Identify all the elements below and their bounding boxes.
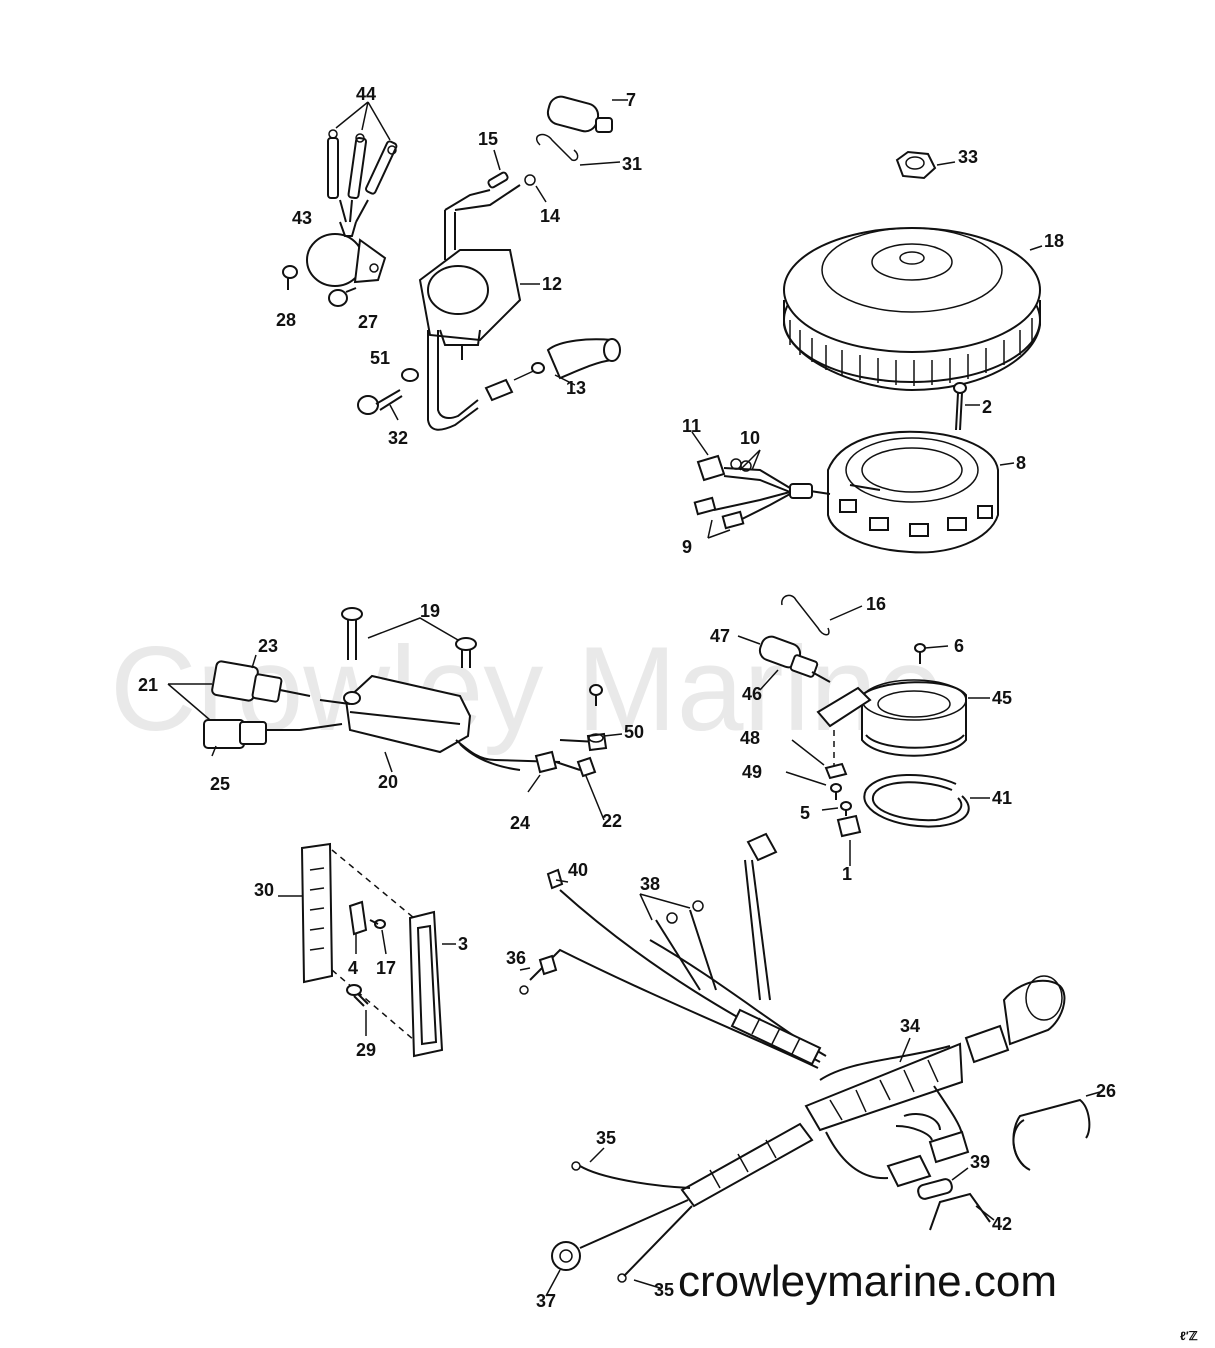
- label-18: 18: [1044, 231, 1064, 251]
- label-1: 1: [842, 864, 852, 884]
- label-30: 30: [254, 880, 274, 900]
- label-5: 5: [800, 803, 810, 823]
- label-21: 21: [138, 675, 158, 695]
- label-15: 15: [478, 129, 498, 149]
- label-32: 32: [388, 428, 408, 448]
- block-hardware: [346, 900, 387, 1036]
- label-24: 24: [510, 813, 530, 833]
- label-26: 26: [1096, 1081, 1116, 1101]
- screw-6: [914, 643, 949, 664]
- label-42: 42: [992, 1214, 1012, 1234]
- label-10: 10: [740, 428, 760, 448]
- terminal-block: [278, 842, 456, 1058]
- label-14: 14: [540, 206, 560, 226]
- connectors-23-25: [167, 654, 351, 757]
- label-47: 47: [710, 626, 730, 646]
- label-23: 23: [258, 636, 278, 656]
- label-49: 49: [742, 762, 762, 782]
- timer-hardware: [785, 730, 862, 866]
- part-labels: 1 2 3 4 5 6 7 8 9 10 11 12 13 14 15 16 1…: [138, 84, 1116, 1311]
- label-37: 37: [536, 1291, 556, 1311]
- label-46: 46: [742, 684, 762, 704]
- label-27: 27: [358, 312, 378, 332]
- label-12: 12: [542, 274, 562, 294]
- label-8: 8: [1016, 453, 1026, 473]
- label-45: 45: [992, 688, 1012, 708]
- label-7: 7: [626, 90, 636, 110]
- label-6: 6: [954, 636, 964, 656]
- label-3: 3: [458, 934, 468, 954]
- label-16: 16: [866, 594, 886, 614]
- label-9: 9: [682, 537, 692, 557]
- label-11: 11: [682, 416, 701, 436]
- clip-16: [781, 594, 863, 636]
- label-28: 28: [276, 310, 296, 330]
- screw-2: [953, 382, 980, 431]
- flywheel: [783, 227, 1043, 392]
- connector-7: [535, 95, 628, 166]
- clip-42: [929, 1192, 995, 1231]
- label-43: 43: [292, 208, 312, 228]
- label-4: 4: [348, 958, 358, 978]
- label-51: 51: [370, 348, 390, 368]
- label-20: 20: [378, 772, 398, 792]
- retaining-ring: [863, 773, 990, 828]
- label-34: 34: [900, 1016, 920, 1036]
- label-19: 19: [420, 601, 440, 621]
- label-2: 2: [982, 397, 992, 417]
- timer-base: [816, 679, 990, 757]
- label-41: 41: [992, 788, 1012, 808]
- ignition-coil: [418, 184, 540, 431]
- spark-plug-leads: [327, 101, 398, 223]
- boot-13: [484, 338, 621, 402]
- label-13: 13: [566, 378, 586, 398]
- ground-lead: [527, 684, 623, 821]
- label-25: 25: [210, 774, 230, 794]
- clip-26: [1012, 1091, 1101, 1171]
- stator: [827, 430, 1015, 554]
- label-33: 33: [958, 147, 978, 167]
- label-22: 22: [602, 811, 622, 831]
- label-40: 40: [568, 860, 588, 880]
- label-44: 44: [356, 84, 376, 104]
- rectifier: [306, 221, 387, 287]
- corner-mark: ℓ′ℤ: [1180, 1329, 1198, 1343]
- power-pack: [341, 607, 561, 773]
- label-35b: 35: [654, 1280, 674, 1300]
- washer-screw-51-32: [357, 368, 419, 421]
- label-31: 31: [622, 154, 642, 174]
- label-50: 50: [624, 722, 644, 742]
- screws-28-27: [282, 265, 357, 307]
- label-39: 39: [970, 1152, 990, 1172]
- terminals-15-14: [487, 149, 547, 203]
- stator-leads: [691, 431, 831, 539]
- wiring-harness: [519, 832, 1066, 1297]
- website-text: crowleymarine.com: [678, 1257, 1057, 1306]
- label-35a: 35: [596, 1128, 616, 1148]
- fuse-39: [917, 1167, 969, 1200]
- label-48: 48: [740, 728, 760, 748]
- nut-33: [895, 150, 956, 180]
- label-36: 36: [506, 948, 526, 968]
- label-38: 38: [640, 874, 660, 894]
- label-17: 17: [376, 958, 396, 978]
- label-29: 29: [356, 1040, 376, 1060]
- sensor-47-46: [737, 635, 831, 691]
